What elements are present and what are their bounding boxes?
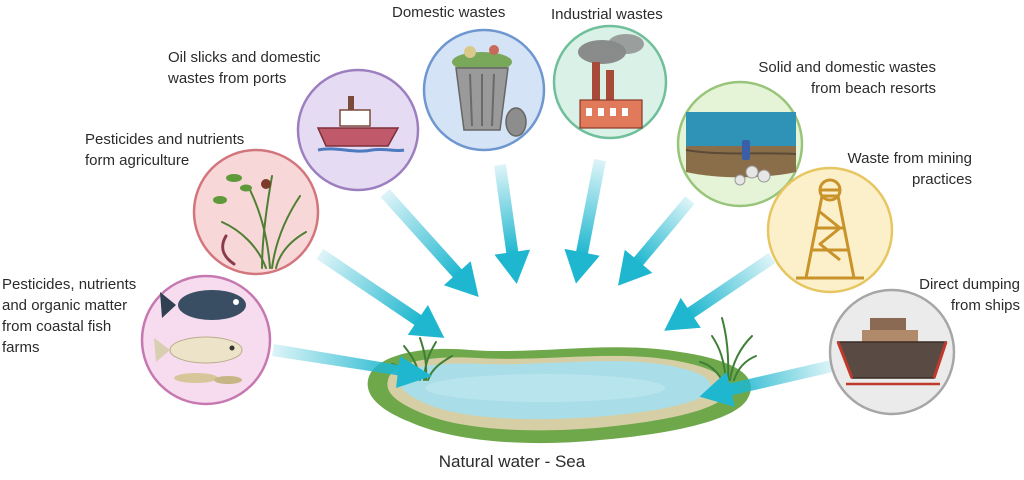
- mine-headframe-icon: [796, 178, 864, 280]
- label-line: Pesticides and nutrients: [85, 131, 245, 148]
- label-line: Pesticides, nutrients: [2, 276, 137, 293]
- arrow-ports: [380, 188, 479, 298]
- label-agriculture: Pesticides and nutrients form agricultur…: [85, 129, 244, 171]
- label-industrial: Industrial wastes: [551, 4, 663, 25]
- label-line: from ships: [950, 297, 1020, 314]
- source-beach-resorts: [676, 80, 804, 208]
- source-domestic: [422, 28, 546, 152]
- label-line: Direct dumping: [919, 276, 1020, 293]
- label-line: and organic matter: [2, 297, 128, 314]
- arrow-domestic: [494, 164, 531, 284]
- source-industrial: [552, 24, 668, 140]
- boat-icon: [316, 96, 405, 153]
- source-ports: [296, 68, 420, 192]
- water-body: [367, 347, 751, 444]
- label-ports: Oil slicks and domestic wastes from port…: [168, 47, 321, 89]
- label-line: from beach resorts: [810, 80, 936, 97]
- source-mining: [766, 166, 894, 294]
- arrow-ships: [699, 360, 834, 407]
- beach-waste-icon: [685, 112, 797, 186]
- label-line: Solid and domestic wastes: [758, 59, 936, 76]
- source-fish-farms: [140, 274, 272, 406]
- label-fish-farms: Pesticides, nutrients and organic matter…: [2, 274, 136, 358]
- ship-icon: [836, 318, 948, 386]
- label-line: Industrial wastes: [551, 6, 663, 23]
- flow-arrows: [272, 158, 834, 407]
- label-line: form agriculture: [85, 152, 190, 169]
- label-line: practices: [911, 171, 972, 188]
- label-domestic: Domestic wastes: [392, 2, 505, 23]
- source-agriculture: [192, 148, 320, 276]
- label-ships: Direct dumping from ships: [880, 274, 1020, 316]
- label-mining: Waste from mining practices: [800, 148, 972, 190]
- label-line: from coastal fish: [2, 318, 112, 335]
- label-beach-resorts: Solid and domestic wastes from beach res…: [724, 57, 936, 99]
- arrow-beach-resorts: [618, 196, 695, 286]
- label-line: Oil slicks and domestic: [168, 49, 321, 66]
- label-line: Waste from mining: [847, 150, 972, 167]
- arrow-mining: [664, 253, 776, 331]
- label-line: wastes from ports: [168, 70, 287, 87]
- fish-icon: [154, 290, 246, 384]
- factory-icon: [578, 34, 644, 129]
- arrow-industrial: [564, 158, 606, 284]
- label-line: farms: [2, 339, 40, 356]
- arrow-fish-farms: [272, 344, 432, 388]
- source-ships: [828, 288, 956, 416]
- plants-icon: [213, 174, 307, 269]
- diagram-title: Natural water - Sea: [438, 452, 586, 471]
- arrow-agriculture: [316, 249, 445, 338]
- trash-can-icon: [452, 45, 527, 137]
- label-line: Domestic wastes: [392, 4, 506, 21]
